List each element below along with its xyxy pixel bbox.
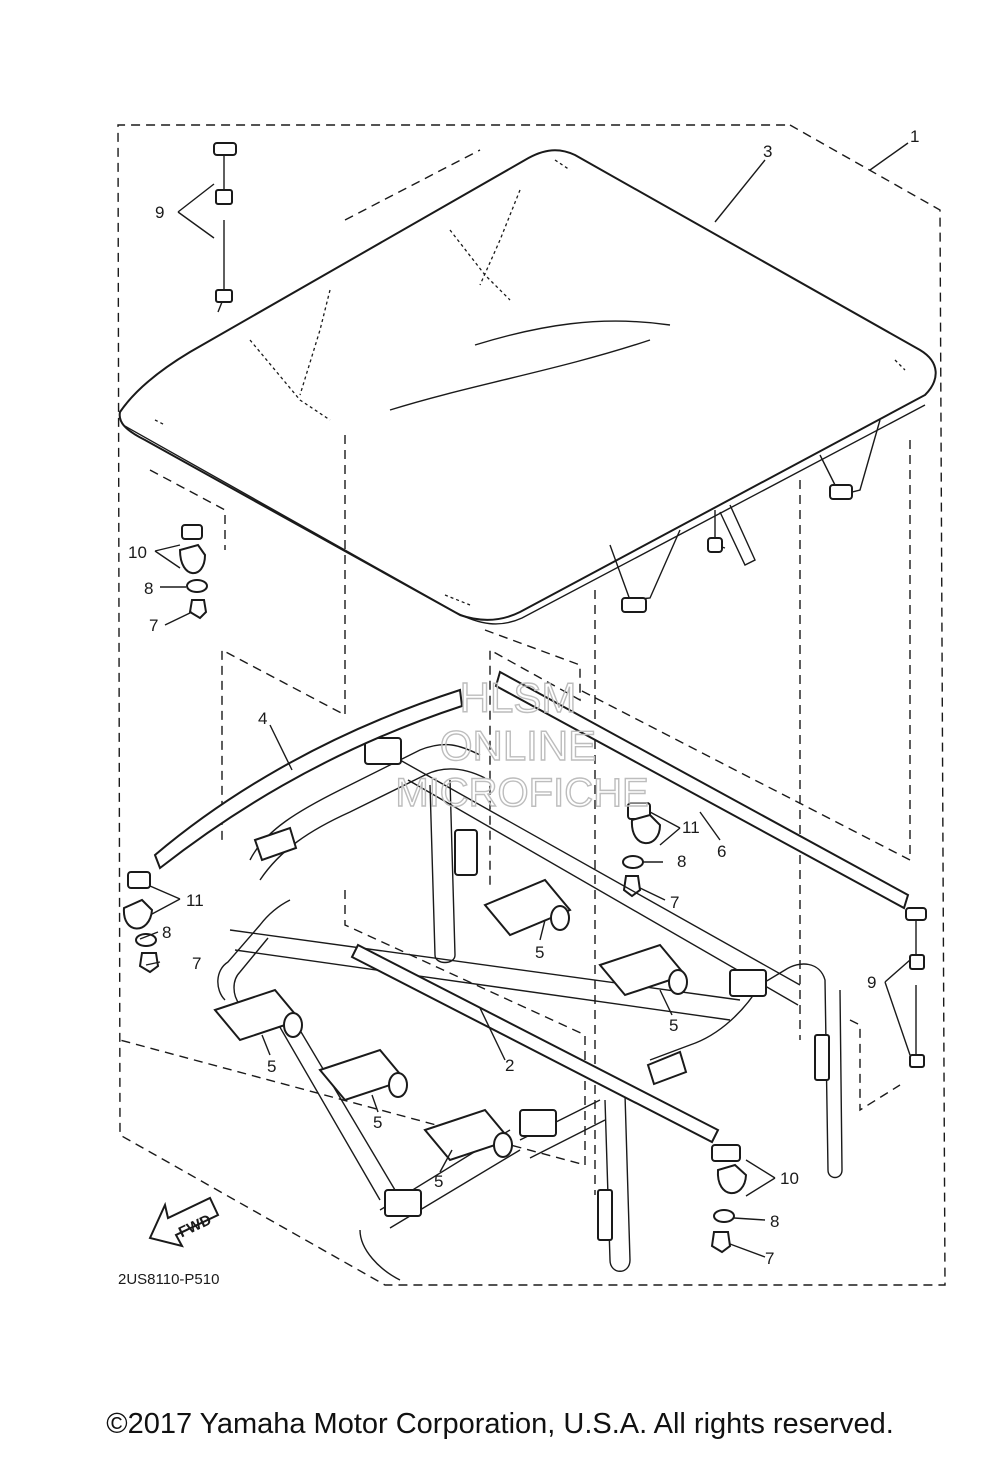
callout-10-lower: 10 [780, 1169, 799, 1188]
roof-leader-lines [119, 149, 911, 1195]
pad-front [423, 1108, 513, 1162]
callout-10-upper: 10 [128, 543, 147, 562]
callout-5-upper-center: 5 [535, 943, 544, 962]
assembly-boundary [117, 124, 946, 1286]
strap-upper-left [213, 142, 237, 313]
callout-7-center: 7 [670, 893, 679, 912]
forward-arrow-icon: FWD [148, 1196, 220, 1248]
callout-7-upper: 7 [149, 616, 158, 635]
callout-1: 1 [910, 127, 919, 146]
callout-8-center: 8 [677, 852, 686, 871]
strap-lower-right [905, 907, 927, 1068]
callout-2: 2 [505, 1056, 514, 1075]
pad-middle [318, 1048, 408, 1102]
callout-6: 6 [717, 842, 726, 861]
callout-7-left: 7 [192, 954, 201, 973]
watermark-line-2: ONLINE [440, 722, 596, 769]
copyright-notice: ©2017 Yamaha Motor Corporation, U.S.A. A… [106, 1408, 894, 1440]
rollover-frame [217, 737, 843, 1281]
watermark-line-1: HLSM [460, 674, 577, 721]
callout-5-right: 5 [669, 1016, 678, 1035]
callout-9-lower: 9 [867, 973, 876, 992]
clamp-10-upper [178, 524, 208, 620]
clamp-10-lower [710, 1144, 748, 1254]
callout-5-middle: 5 [373, 1113, 382, 1132]
parts-diagram: 1 3 9 10 8 7 4 11 6 8 7 11 8 7 5 9 5 5 2… [117, 124, 946, 1288]
pad-right [598, 943, 688, 997]
clamp-11-center [622, 802, 662, 898]
callout-9-upper: 9 [155, 203, 164, 222]
roof-underside-brackets [609, 419, 881, 613]
rail-lower [350, 943, 720, 1144]
callout-8-left: 8 [162, 923, 171, 942]
callout-3: 3 [763, 142, 772, 161]
callout-5-front: 5 [434, 1172, 443, 1191]
callout-8-upper: 8 [144, 579, 153, 598]
callout-7-lower: 7 [765, 1249, 774, 1268]
watermark: HLSM ONLINE MICROFICHE [395, 673, 650, 815]
pad-upper-center [483, 878, 572, 937]
roof-panel [118, 149, 937, 625]
pad-left [213, 988, 303, 1042]
callout-labels: 1 3 9 10 8 7 4 11 6 8 7 11 8 7 5 9 5 5 2… [128, 127, 919, 1268]
watermark-line-3: MICROFICHE [395, 771, 648, 815]
callout-8-lower: 8 [770, 1212, 779, 1231]
callout-5-left: 5 [267, 1057, 276, 1076]
callout-leaders [139, 142, 911, 1258]
callout-4: 4 [258, 709, 267, 728]
callout-11-center: 11 [682, 818, 700, 837]
rail-right [494, 670, 910, 910]
callout-11-left: 11 [186, 891, 204, 910]
clamp-11-left [122, 871, 160, 974]
diagram-code: 2US8110-P510 [118, 1271, 219, 1288]
rail-left [153, 688, 464, 870]
